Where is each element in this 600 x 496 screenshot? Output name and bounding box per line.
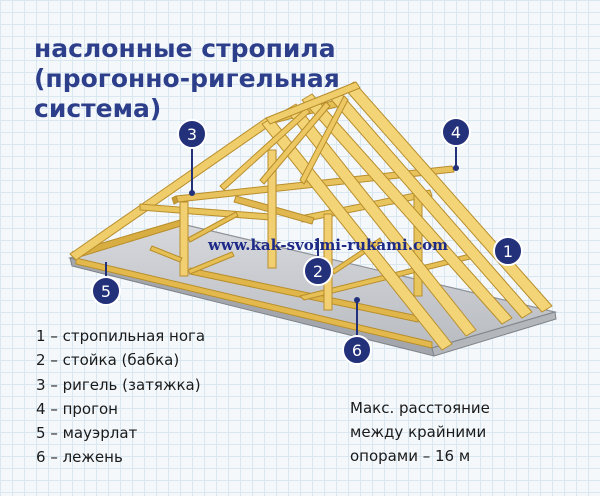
marker-2: 2: [303, 256, 333, 286]
marker-1: 1: [493, 236, 523, 266]
svg-text:2: 2: [313, 262, 323, 281]
callout-lines: [105, 146, 457, 338]
legend-item: 3 – ригель (затяжка): [36, 375, 201, 394]
title-line-1: наслонные стропила: [34, 34, 336, 63]
callout-dots: [189, 165, 459, 303]
legend-list: 1 – стропильная нога 2 – стойка (бабка) …: [36, 324, 205, 470]
legend-item: 4 – прогон: [36, 399, 118, 418]
svg-text:6: 6: [352, 341, 362, 360]
svg-text:1: 1: [503, 242, 513, 261]
svg-text:3: 3: [187, 125, 197, 144]
marker-5: 5: [91, 276, 121, 306]
svg-text:4: 4: [451, 123, 461, 142]
title-line-3: система): [34, 94, 162, 123]
rafter-2: [285, 103, 477, 337]
marker-6: 6: [342, 335, 372, 365]
svg-text:5: 5: [101, 282, 111, 301]
post-middle: [267, 149, 277, 269]
title-line-2: (прогонно-ригельная: [34, 64, 340, 93]
legend-item: 1 – стропильная нога: [36, 327, 206, 345]
span-note: Макс. расстояние между крайними опорами …: [350, 396, 550, 468]
rafter-3: [301, 93, 513, 325]
note-line-2: между крайними: [350, 423, 487, 441]
legend-item: 6 – лежень: [36, 448, 123, 467]
note-line-1: Макс. расстояние: [350, 399, 490, 417]
watermark-text: www.kak-svoimi-rukami.com: [207, 236, 448, 254]
legend-item: 2 – стойка (бабка): [36, 351, 180, 370]
roof-frame: [69, 81, 553, 351]
legend-item: 5 – мауэрлат: [36, 424, 138, 443]
note-line-3: опорами – 16 м: [350, 447, 471, 465]
diagram-title: наслонные стропила (прогонно-ригельная с…: [34, 34, 394, 124]
post-left: [179, 201, 189, 277]
marker-4: 4: [441, 117, 471, 147]
marker-3: 3: [177, 119, 207, 149]
